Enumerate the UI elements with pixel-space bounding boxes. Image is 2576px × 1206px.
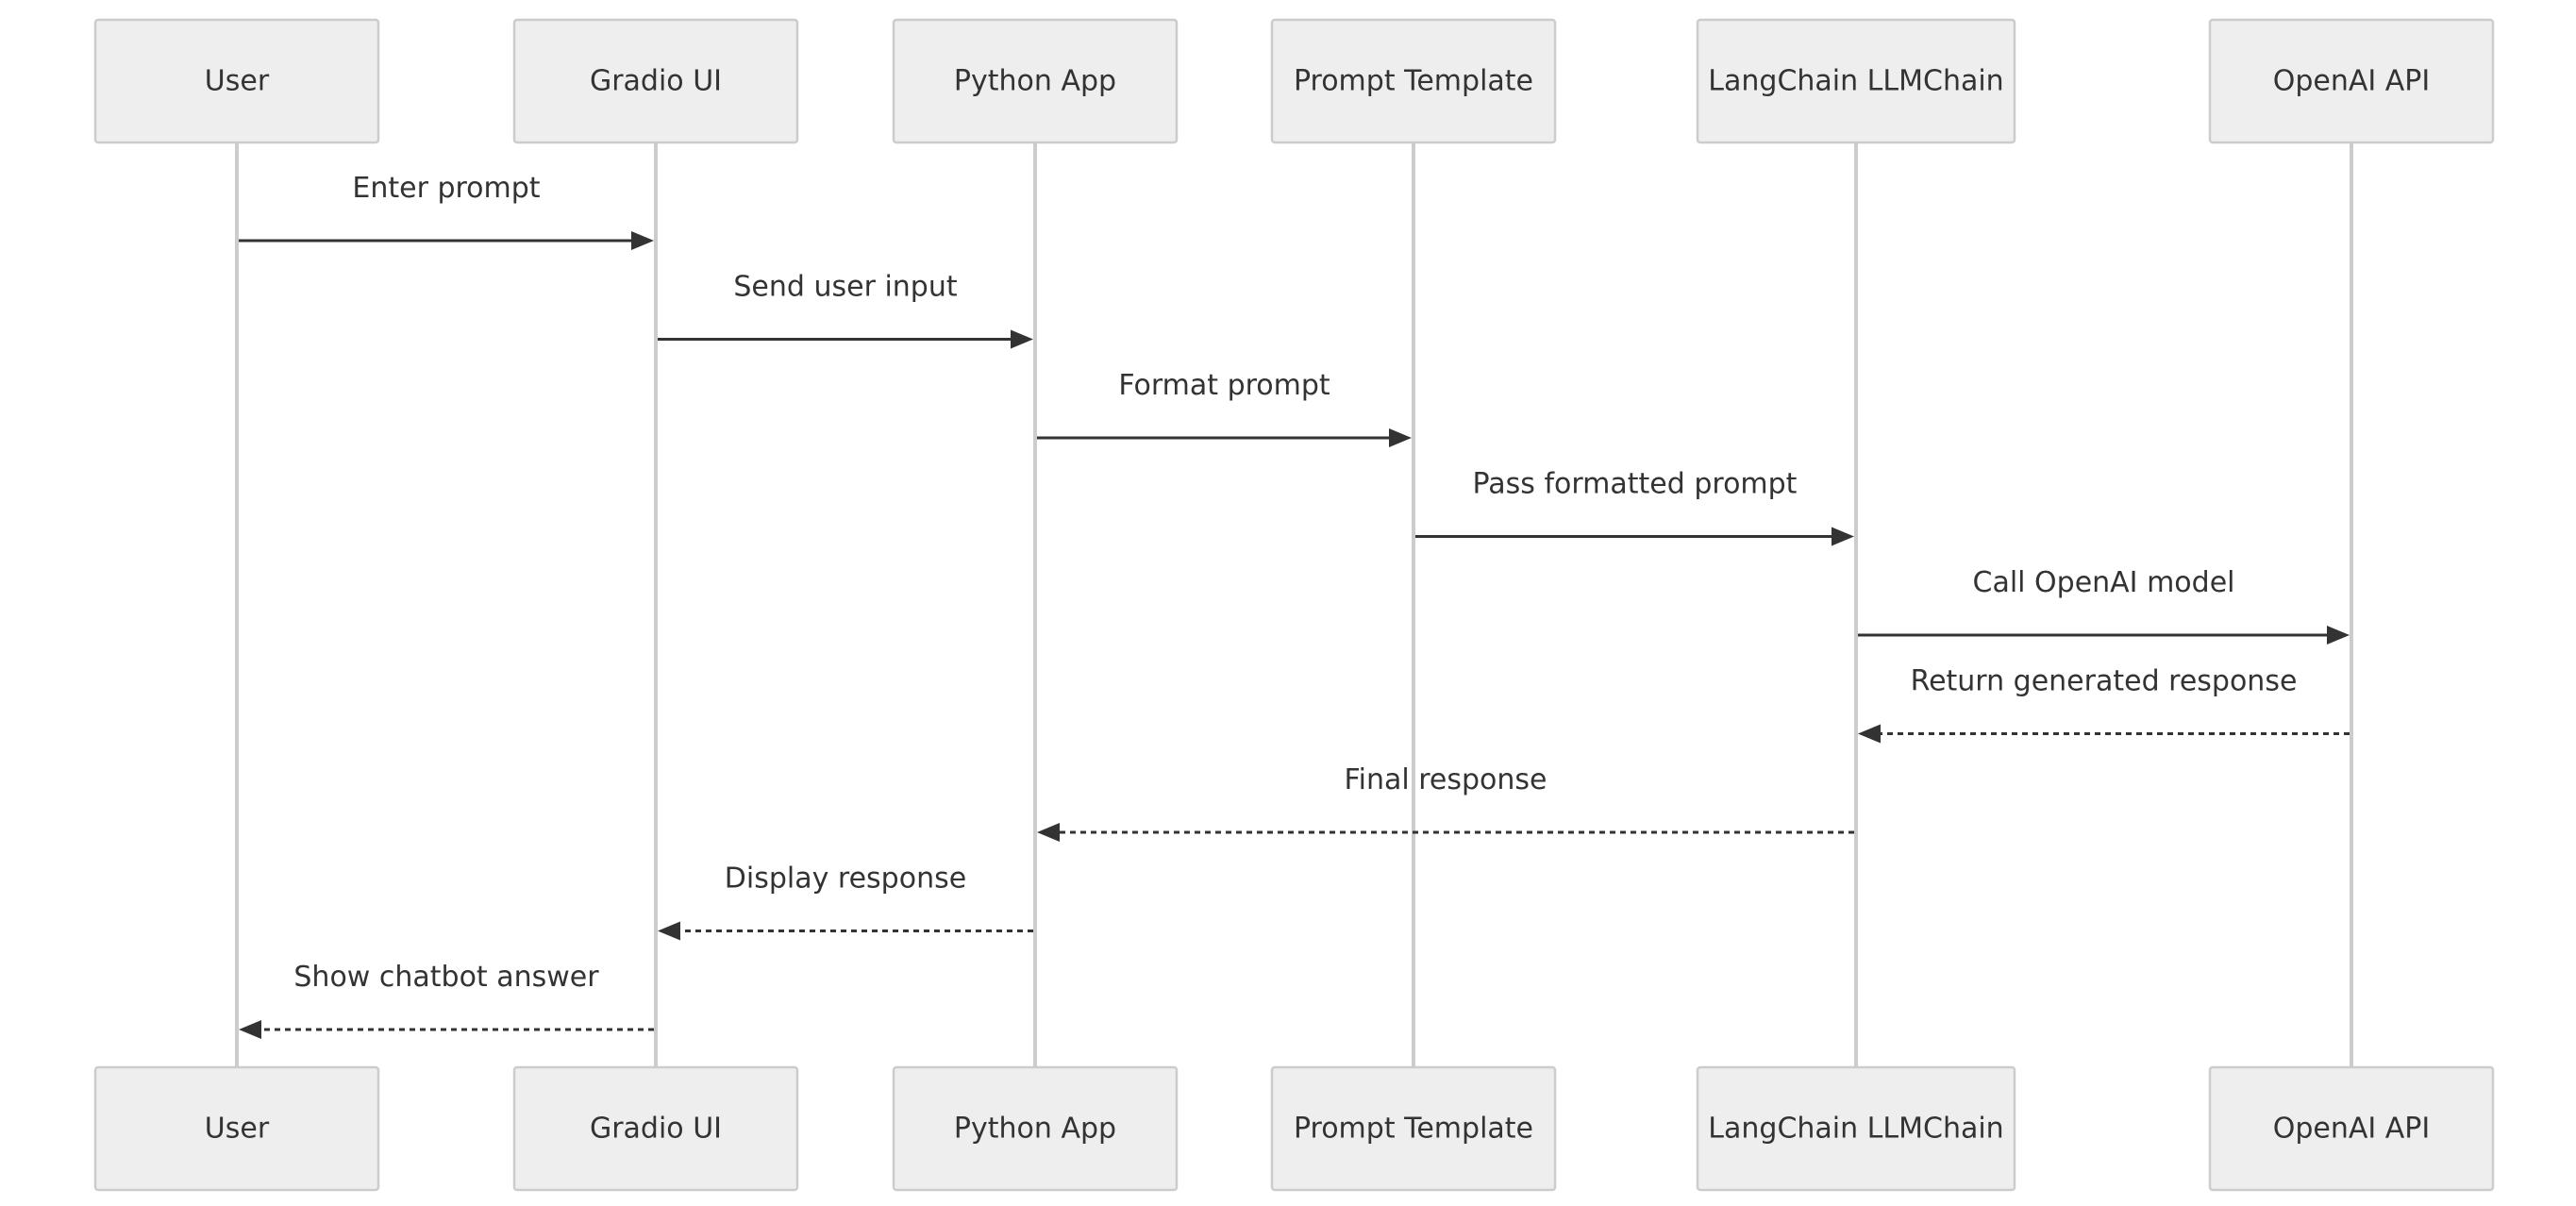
message-1: Enter prompt	[239, 172, 654, 250]
message-9: Show chatbot answer	[239, 961, 654, 1039]
actor-box	[2208, 1065, 2495, 1192]
arrow-head-icon	[1389, 428, 1412, 447]
actor-top-prompt: Prompt Template	[1270, 18, 1557, 144]
message-label: Pass formatted prompt	[1473, 468, 1798, 501]
actor-top-gradio: Gradio UI	[512, 18, 799, 144]
actors-top: User Gradio UI Python App Prompt Template La…	[93, 18, 2495, 144]
actor-label: Prompt Template	[1294, 1113, 1533, 1146]
actor-box	[512, 18, 799, 144]
actor-box	[93, 1065, 380, 1192]
actor-label: OpenAI API	[2273, 65, 2431, 98]
message-label: Enter prompt	[352, 172, 540, 205]
actor-label: Gradio UI	[590, 1113, 722, 1146]
message-3: Format prompt	[1037, 369, 1412, 447]
actor-top-user: User	[93, 18, 380, 144]
actor-bottom-user: User	[93, 1065, 380, 1192]
message-label: Send user input	[733, 271, 957, 304]
actor-bottom-openai: OpenAI API	[2208, 1065, 2495, 1192]
actor-bottom-python: Python App	[892, 1065, 1179, 1192]
actor-bottom-gradio: Gradio UI	[512, 1065, 799, 1192]
actor-label: LangChain LLMChain	[1708, 1113, 2003, 1146]
actor-top-python: Python App	[892, 18, 1179, 144]
message-label: Call OpenAI model	[1973, 566, 2235, 599]
arrow-head-icon	[658, 921, 680, 941]
actor-box	[1696, 18, 2016, 144]
message-label: Display response	[725, 863, 966, 896]
message-6: Return generated response	[1858, 665, 2350, 744]
actor-bottom-prompt: Prompt Template	[1270, 1065, 1557, 1192]
message-label: Format prompt	[1118, 369, 1330, 402]
message-5: Call OpenAI model	[1858, 566, 2350, 645]
actor-label: User	[205, 1113, 270, 1146]
arrow-head-icon	[1011, 329, 1033, 349]
arrow-head-icon	[1832, 527, 1854, 546]
message-8: Display response	[658, 863, 1033, 941]
message-7: Final response	[1037, 763, 1854, 842]
actors-bottom: User Gradio UI Python App Prompt Template La…	[93, 1065, 2495, 1192]
arrow-head-icon	[1037, 823, 1060, 842]
actor-label: Python App	[954, 65, 1116, 98]
actor-box	[2208, 18, 2495, 144]
arrow-head-icon	[2327, 626, 2350, 645]
actor-label: LangChain LLMChain	[1708, 65, 2003, 98]
message-4: Pass formatted prompt	[1415, 468, 1854, 546]
actor-box	[512, 1065, 799, 1192]
arrow-head-icon	[239, 1020, 261, 1039]
actor-label: Python App	[954, 1113, 1116, 1146]
actor-box	[892, 1065, 1179, 1192]
actor-label: OpenAI API	[2273, 1113, 2431, 1146]
actor-bottom-langchain: LangChain LLMChain	[1696, 1065, 2016, 1192]
message-label: Return generated response	[1911, 665, 2298, 698]
lifelines	[235, 142, 2353, 1067]
actor-label: Gradio UI	[590, 65, 722, 98]
message-label: Show chatbot answer	[293, 961, 599, 994]
arrow-head-icon	[631, 231, 654, 250]
actor-top-langchain: LangChain LLMChain	[1696, 18, 2016, 144]
actor-label: Prompt Template	[1294, 65, 1533, 98]
actor-box	[1270, 18, 1557, 144]
arrow-head-icon	[1858, 724, 1881, 744]
actor-box	[93, 18, 380, 144]
message-2: Send user input	[658, 271, 1033, 349]
actor-box	[1696, 1065, 2016, 1192]
actor-box	[892, 18, 1179, 144]
actor-top-openai: OpenAI API	[2208, 18, 2495, 144]
actor-label: User	[205, 65, 270, 98]
message-label: Final response	[1345, 763, 1547, 796]
actor-box	[1270, 1065, 1557, 1192]
